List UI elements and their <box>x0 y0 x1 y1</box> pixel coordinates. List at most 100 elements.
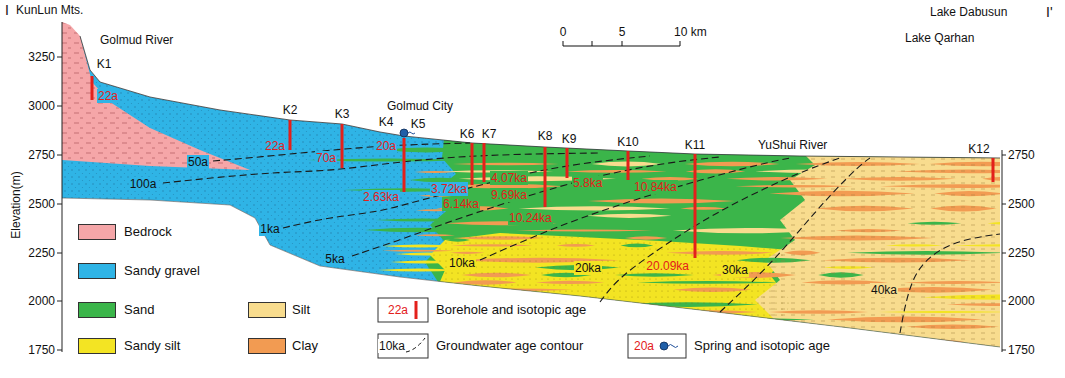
axis-tick <box>1002 204 1006 205</box>
age-contour <box>900 234 1000 333</box>
legend-sample-box <box>378 334 428 358</box>
legend-swatch <box>78 302 116 318</box>
contour-label: 10ka <box>448 256 476 270</box>
borehole-line <box>992 158 995 182</box>
axis-tick-label: 2750 <box>1008 148 1035 162</box>
axis-tick <box>57 57 62 58</box>
sand-layer <box>420 130 1010 370</box>
age-value: 20.09ka <box>645 259 690 273</box>
age-contour <box>283 156 650 228</box>
sediment-lens <box>573 318 656 322</box>
section-mark: I <box>5 3 9 17</box>
legend-sample-label: 10ka <box>378 339 406 353</box>
axis-tick-label: 2000 <box>1008 294 1035 308</box>
geology <box>62 22 1065 370</box>
contour-label: 40ka <box>870 283 898 297</box>
axis-tick <box>57 350 62 351</box>
borehole-sample <box>415 301 418 319</box>
spring-symbol <box>400 129 408 137</box>
spring-flow <box>408 132 415 134</box>
silt-layer <box>755 130 1010 370</box>
axis-tick-label: 1750 <box>28 343 55 357</box>
borehole-line <box>403 138 406 192</box>
legend-text: Clay <box>292 339 318 353</box>
scale-label: 0 <box>560 25 567 39</box>
borehole-id: K5 <box>411 117 426 131</box>
section-mark: I' <box>1046 5 1053 19</box>
legend-sample-box <box>628 334 686 358</box>
age-value: 3.72ka <box>430 182 468 196</box>
borehole-line <box>694 154 697 258</box>
sediment-lens <box>758 332 856 336</box>
borehole-id: K10 <box>617 135 638 149</box>
scale-tick <box>680 41 681 46</box>
axis-tick-label: 2250 <box>28 246 55 260</box>
scale-tick <box>622 41 623 46</box>
borehole-line <box>566 148 569 178</box>
legend-swatch <box>248 338 286 354</box>
age-value: 6.14ka <box>442 197 480 211</box>
age-contour <box>163 153 600 183</box>
axis-tick-label: 2250 <box>1008 246 1035 260</box>
sediment-lens <box>650 325 803 330</box>
place-label: YuShui River <box>758 138 827 152</box>
sediment-lens <box>516 230 652 232</box>
axis-tick <box>57 253 62 254</box>
spring-flow-sample <box>668 345 678 348</box>
spring-sample <box>660 342 668 350</box>
borehole-id: K6 <box>460 127 475 141</box>
contour-label: 20ka <box>574 261 602 275</box>
borehole-line <box>471 143 474 185</box>
strata <box>62 36 1065 370</box>
borehole-id: K9 <box>562 132 577 146</box>
sediment-lens <box>444 296 523 299</box>
sediment-lens <box>680 207 726 210</box>
legend-text: Bedrock <box>124 225 172 239</box>
axes <box>57 22 1006 352</box>
sediment-lens <box>587 214 672 218</box>
contour-label: 50a <box>187 155 209 169</box>
contour-label: 30ka <box>721 263 749 277</box>
scale-label: 10 km <box>674 25 707 39</box>
axis-tick-label: 1750 <box>1008 343 1035 357</box>
age-value: 4.07ka <box>490 171 528 185</box>
sediment-lens <box>519 206 671 210</box>
age-value: 5.8ka <box>572 176 603 190</box>
axis-tick-label: 2000 <box>28 294 55 308</box>
axis-tick-label: 2750 <box>28 148 55 162</box>
sediment-lens <box>444 318 557 320</box>
age-value: 20a <box>375 139 397 153</box>
axis-tick-label: 2500 <box>1008 197 1035 211</box>
legend-swatch <box>78 263 116 279</box>
legend-text: Sand <box>124 303 154 317</box>
borehole-line <box>483 143 486 182</box>
borehole-id: K3 <box>335 107 350 121</box>
age-contour <box>720 158 870 312</box>
borehole-id: K7 <box>482 127 497 141</box>
left-axis <box>62 22 63 352</box>
sediment-lens <box>625 236 667 240</box>
legend-text: Sandy silt <box>124 339 180 353</box>
sediment-lens <box>588 198 735 203</box>
axis-tick-label: 3000 <box>28 99 55 113</box>
scale-label: 5 <box>619 25 626 39</box>
legend-swatch <box>78 224 116 240</box>
borehole-id: K12 <box>968 142 989 156</box>
axis-tick <box>1002 301 1006 302</box>
legend-text: Spring and isotopic age <box>694 339 830 353</box>
borehole-id: K1 <box>97 57 112 71</box>
axis-tick-label: 3250 <box>28 50 55 64</box>
age-contour <box>480 158 790 260</box>
sediment-lens <box>365 228 470 233</box>
sediment-lens <box>685 162 780 166</box>
place-label: Lake Qarhan <box>905 31 974 45</box>
place-label: Golmud River <box>100 33 173 47</box>
ground-surface <box>80 36 1000 158</box>
right-axis <box>1002 150 1003 352</box>
axis-tick <box>1002 350 1006 351</box>
borehole-line <box>544 147 547 207</box>
contour-label: 1ka <box>259 222 280 236</box>
age-value: 2.63ka <box>362 190 400 204</box>
age-value: 22a <box>97 89 119 103</box>
